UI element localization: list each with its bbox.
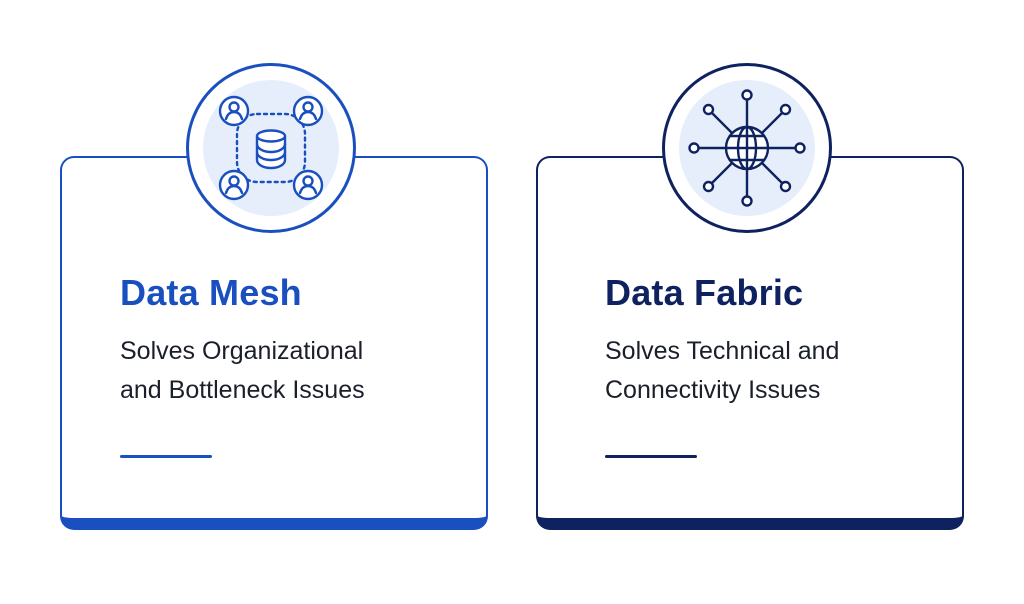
user-icon	[292, 169, 324, 201]
data-fabric-icon-background	[679, 80, 815, 216]
data-fabric-description: Solves Technical and Connectivity Issues	[605, 332, 839, 410]
user-icon	[218, 169, 250, 201]
user-icon	[292, 95, 324, 127]
data-fabric-description-line: Connectivity Issues	[605, 376, 821, 404]
network-spokes	[695, 96, 799, 200]
data-mesh-icon-background	[203, 80, 339, 216]
data-mesh-divider	[120, 455, 212, 458]
data-mesh-title: Data Mesh	[120, 272, 302, 313]
globe-network-icon	[688, 89, 806, 207]
user-icon	[218, 95, 250, 127]
data-mesh-icon-badge	[186, 63, 356, 233]
data-fabric-icon-badge	[662, 63, 832, 233]
data-mesh-description-line: and Bottleneck Issues	[120, 376, 365, 404]
data-fabric-title: Data Fabric	[605, 272, 804, 313]
network-nodes	[688, 89, 806, 207]
globe-icon	[724, 125, 770, 171]
data-mesh-description: Solves Organizational and Bottleneck Iss…	[120, 332, 365, 410]
users-database-network-icon	[218, 95, 324, 201]
data-fabric-description-line: Solves Technical and	[605, 337, 840, 365]
data-mesh-description-line: Solves Organizational	[120, 337, 364, 365]
database-icon	[255, 129, 287, 170]
data-fabric-divider	[605, 455, 697, 458]
